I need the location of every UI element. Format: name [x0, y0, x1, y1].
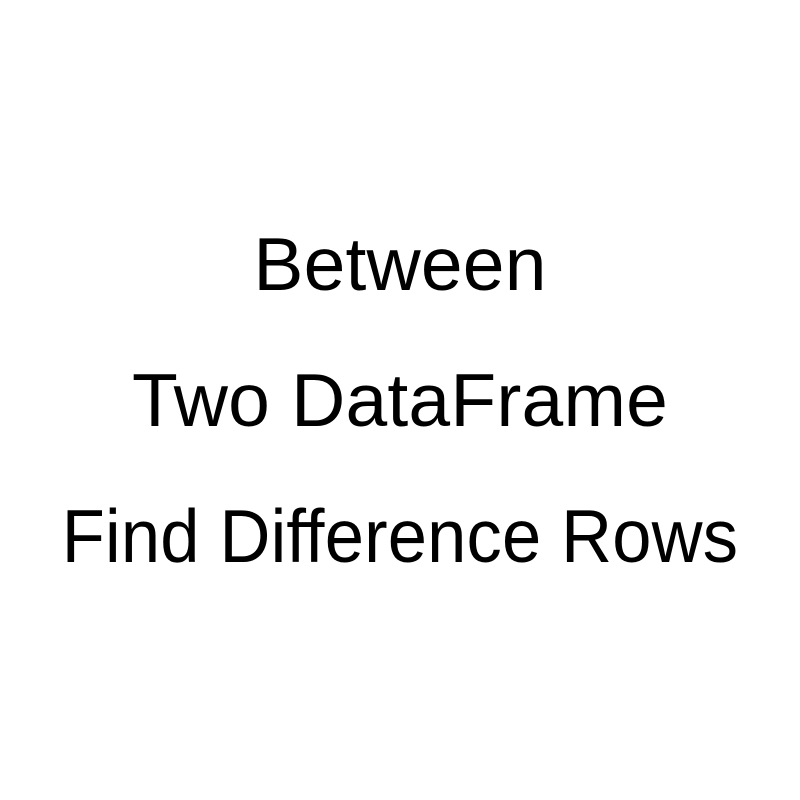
title-line-2: Two DataFrame: [131, 358, 669, 442]
title-line-3: Find Difference Rows: [61, 494, 739, 578]
title-line-1: Between: [253, 222, 547, 306]
